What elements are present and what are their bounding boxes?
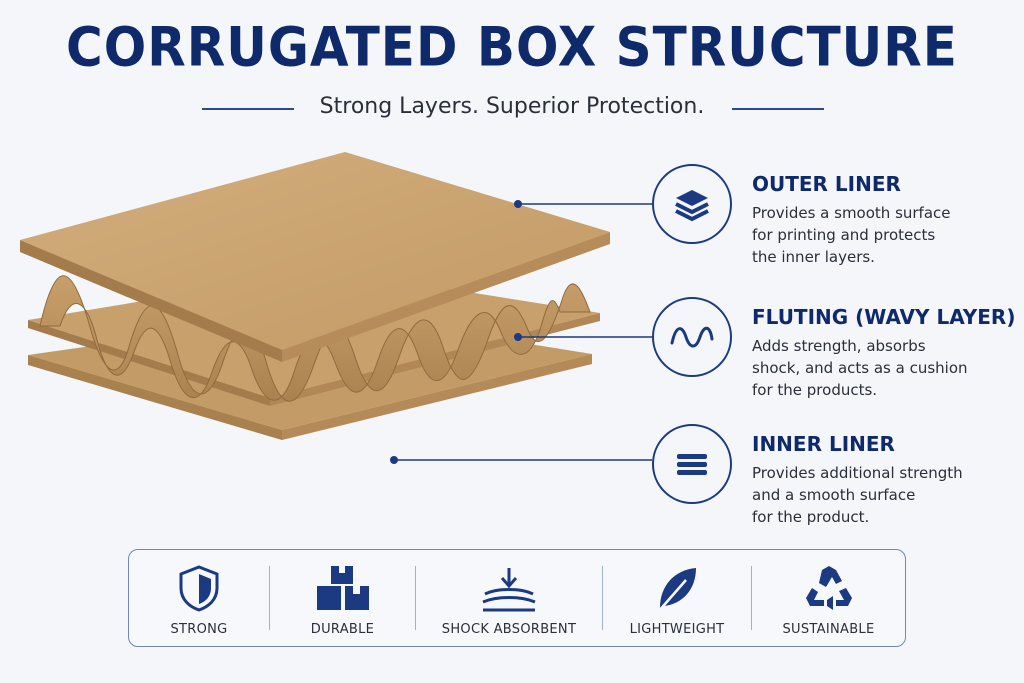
stacked-layers-icon <box>652 164 732 244</box>
feature-lightweight: LIGHTWEIGHT <box>603 550 751 646</box>
shield-icon <box>179 565 219 612</box>
desc-line: for the products. <box>752 381 878 399</box>
feature-divider <box>751 566 752 630</box>
desc-line: for printing and protects <box>752 226 936 244</box>
desc-line: Provides a smooth surface <box>752 204 951 222</box>
inner-liner-title: INNER LINER <box>752 432 895 456</box>
outer-liner-description: Provides a smooth surface for printing a… <box>752 202 1007 268</box>
feature-strong: STRONG <box>129 550 269 646</box>
desc-line: shock, and acts as a cushion <box>752 359 968 377</box>
desc-line: Provides additional strength <box>752 464 963 482</box>
corrugated-layers-illustration <box>20 152 652 464</box>
feature-label: STRONG <box>170 622 228 637</box>
subtitle-row: Strong Layers. Superior Protection. <box>0 94 1024 124</box>
page-title: CORRUGATED BOX STRUCTURE <box>66 15 958 79</box>
desc-line: for the product. <box>752 508 870 526</box>
feature-sustainable: SUSTAINABLE <box>752 550 905 646</box>
feature-label: DURABLE <box>310 622 375 637</box>
desc-line: and a smooth surface <box>752 486 916 504</box>
feature-label: LIGHTWEIGHT <box>629 622 725 637</box>
features-bar: STRONG DURABLE SHOCK ABSORBENT LIGHTWEIG… <box>128 549 906 647</box>
feature-label: SUSTAINABLE <box>782 622 875 637</box>
fluting-description: Adds strength, absorbs shock, and acts a… <box>752 335 1007 401</box>
subtitle-rule-left <box>202 108 294 110</box>
desc-line: the inner layers. <box>752 248 875 266</box>
feature-shock-absorbent: SHOCK ABSORBENT <box>416 550 602 646</box>
outer-liner-sheet <box>20 152 610 362</box>
leaf-icon <box>657 568 696 613</box>
leader-lines <box>390 200 652 464</box>
boxes-icon <box>317 566 369 610</box>
flat-layers-icon <box>652 424 732 504</box>
feature-divider <box>269 566 270 630</box>
wave-icon <box>652 297 732 377</box>
inner-liner-description: Provides additional strength and a smoot… <box>752 462 1007 528</box>
recycle-icon <box>806 566 852 610</box>
outer-liner-title: OUTER LINER <box>752 172 901 196</box>
feature-durable: DURABLE <box>270 550 415 646</box>
shock-absorb-icon <box>482 568 536 612</box>
page-subtitle: Strong Layers. Superior Protection. <box>319 94 705 119</box>
subtitle-rule-right <box>732 108 824 110</box>
fluting-title: FLUTING (WAVY LAYER) <box>752 305 1016 329</box>
feature-divider <box>415 566 416 630</box>
desc-line: Adds strength, absorbs <box>752 337 926 355</box>
feature-divider <box>602 566 603 630</box>
feature-label: SHOCK ABSORBENT <box>441 622 577 637</box>
